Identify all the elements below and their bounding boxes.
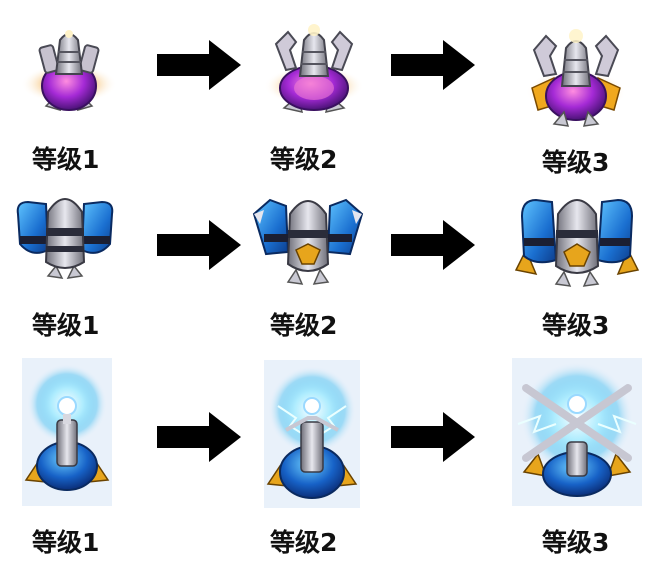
tesla-tower-icon [22, 358, 112, 506]
level-label: 等级2 [270, 145, 338, 174]
laser-tower-icon [21, 30, 117, 112]
arrow-right-icon [157, 40, 241, 90]
level-label: 等级1 [32, 311, 100, 340]
arrow-right-icon [391, 40, 475, 90]
level-label: 等级2 [270, 311, 338, 340]
level-label: 等级2 [270, 528, 338, 557]
arrow-right-icon [157, 220, 241, 270]
rocket-tower-icon [16, 198, 114, 279]
rocket-tower-icon [252, 198, 364, 285]
level-label: 等级3 [542, 311, 610, 340]
laser-tower-icon [264, 24, 364, 113]
level-label: 等级3 [542, 148, 610, 177]
level-label: 等级1 [32, 145, 100, 174]
tesla-tower-icon [264, 360, 360, 508]
laser-tower-icon [526, 29, 626, 127]
tesla-tower-icon [512, 358, 642, 506]
arrow-right-icon [157, 412, 241, 462]
level-label: 等级3 [542, 528, 610, 557]
rocket-tower-icon [514, 198, 640, 287]
arrow-right-icon [391, 220, 475, 270]
arrow-right-icon [391, 412, 475, 462]
level-label: 等级1 [32, 528, 100, 557]
